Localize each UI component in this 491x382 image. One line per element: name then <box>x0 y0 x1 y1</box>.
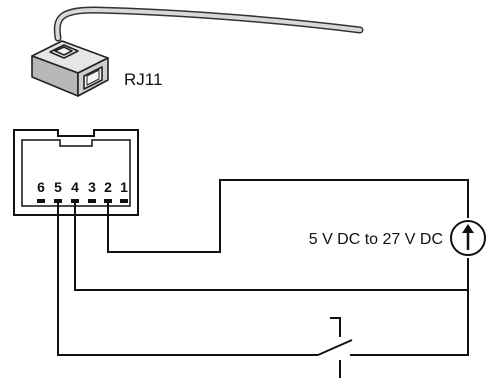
pin-label-1: 1 <box>120 179 128 195</box>
pin-contact-2 <box>104 199 112 203</box>
pin-label-4: 4 <box>71 179 79 195</box>
pin-contacts <box>37 199 128 203</box>
source-voltage-label: 5 V DC to 27 V DC <box>309 231 443 248</box>
wire-pin5 <box>57 203 318 356</box>
cable <box>53 6 364 42</box>
pin-label-5: 5 <box>54 179 62 195</box>
wire-pin4 <box>74 203 469 291</box>
wire-pin2 <box>107 179 469 253</box>
pin-contact-6 <box>37 199 45 203</box>
current-source-icon <box>450 220 486 256</box>
pin-label-6: 6 <box>37 179 45 195</box>
normally-open-switch-icon <box>317 317 353 378</box>
pin-contact-5 <box>54 199 62 203</box>
pin-contact-4 <box>71 199 79 203</box>
rj11-jack <box>13 129 139 216</box>
pin-label-3: 3 <box>88 179 96 195</box>
pin-contact-3 <box>88 199 96 203</box>
pin-contact-1 <box>120 199 128 203</box>
wire-switch-return <box>350 290 469 356</box>
pin-label-2: 2 <box>104 179 112 195</box>
rj11-plug-icon <box>31 40 109 97</box>
connector-label: RJ11 <box>124 70 162 89</box>
